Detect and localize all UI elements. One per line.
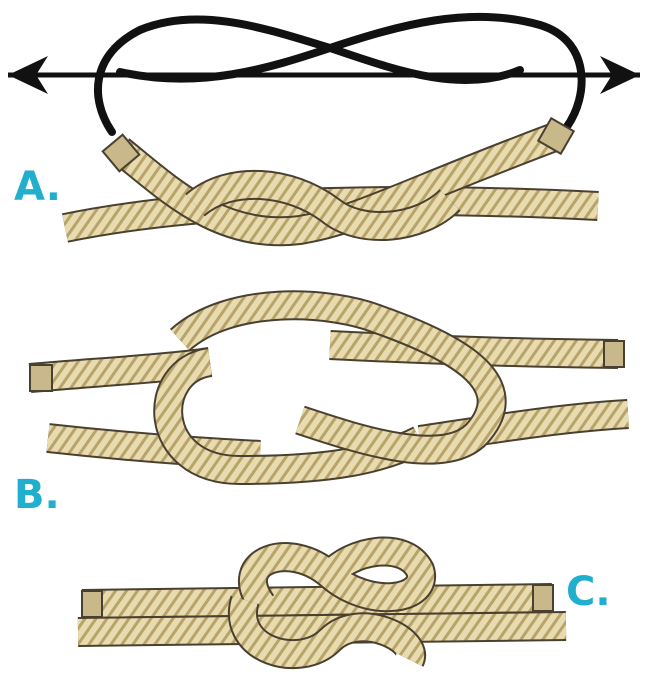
rope-diagram-b bbox=[30, 305, 628, 470]
rope-diagram-a bbox=[65, 118, 598, 231]
step-label-c: C. bbox=[566, 569, 611, 615]
step-label-a: A. bbox=[14, 164, 61, 210]
step-label-b: B. bbox=[14, 472, 60, 518]
rope-diagram-c bbox=[78, 551, 566, 660]
